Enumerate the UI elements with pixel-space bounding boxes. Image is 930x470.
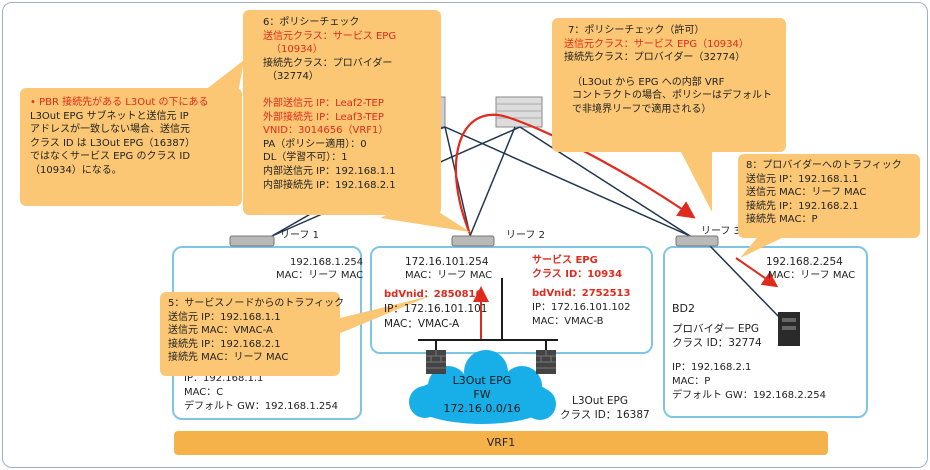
callout6-title: 6：ポリシーチェック (263, 17, 360, 28)
callout8-src-mac: 送信元 MAC：リーフ MAC (746, 187, 867, 199)
callout5-title: 5：サービスノードからのトラフィック (168, 298, 345, 309)
callout8-title: 8：プロバイダーへのトラフィック (746, 160, 902, 171)
callout-pbr-note: • PBR 接続先がある L3Out の下にある L3Out EPG サブネット… (20, 88, 242, 206)
callout7-note1: （L3Out から EPG への内部 VRF (572, 76, 725, 88)
callout6-dl: DL（学習不可）：1 (263, 152, 348, 164)
box3-host-gateway: デフォルト GW：192.168.2.254 (672, 390, 826, 401)
firewall-icon-left (426, 350, 446, 374)
leaf3-label: リーフ 3 (701, 226, 740, 237)
callout6-inner-src: 内部送信元 IP：192.168.1.1 (263, 165, 396, 177)
leaf1-switch (229, 235, 275, 247)
pbr-note-line: アドレスが一致しない場合、送信元 (30, 124, 190, 136)
box2-ip-left: IP：172.16.101.101 (384, 303, 488, 315)
callout7-dst-class: 接続先クラス：プロバイダー（32774） (564, 52, 746, 64)
box3-host-mac: MAC：P (672, 376, 711, 387)
callout7-title: 7：ポリシーチェック（許可） (568, 25, 705, 36)
callout7-note2: コントラクトの場合、ポリシーはデフォルト (572, 90, 772, 102)
callout6-outer-src: 外部送信元 IP：Leaf2-TEP (263, 97, 384, 109)
callout5-src-mac: 送信元 MAC：VMAC-A (168, 325, 273, 337)
box3-gateway-mac: MAC：リーフ MAC (768, 270, 856, 281)
callout7-src-class: 送信元クラス：サービス EPG（10934） (564, 38, 749, 50)
callout-provider-traffic-8: 8：プロバイダーへのトラフィック 送信元 IP：192.168.1.1 送信元 … (738, 154, 920, 238)
box3-gateway-ip: 192.168.2.254 (766, 256, 843, 268)
leaf3-provider-link (709, 245, 781, 319)
box2-mac-left: MAC：VMAC-A (384, 318, 460, 330)
l3out-cloud (409, 350, 556, 424)
box1-host-ip: IP：192.168.1.1 (184, 373, 264, 384)
callout6-src-class: 送信元クラス：サービス EPG (263, 30, 397, 42)
cloud-label: L3Out EPG FW 172.16.0.0/16 (432, 374, 532, 416)
pbr-note-line: （10934）になる。 (30, 164, 122, 176)
callout5-pointer (338, 296, 430, 334)
callout8-dst-mac: 接続先 MAC：P (746, 214, 818, 226)
l3out-class-line1: L3Out EPG (572, 395, 629, 407)
firewall-icon-right (536, 350, 556, 374)
vrf-bar: VRF1 (174, 431, 828, 455)
leaf3-switch (675, 235, 719, 247)
callout5-src-ip: 送信元 IP：192.168.1.1 (168, 311, 281, 323)
callout6-outer-dst: 外部接続先 IP：Leaf3-TEP (263, 111, 384, 123)
cloud-line1: L3Out EPG (452, 374, 512, 387)
traffic-path-arrow (454, 113, 696, 235)
leaf2-switch (451, 235, 495, 247)
box2-ip-right: IP：172.16.101.102 (532, 302, 631, 313)
callout5-dst-mac: 接続先 MAC：リーフ MAC (168, 352, 289, 364)
callout5-dst-ip: 接続先 IP：192.168.2.1 (168, 338, 281, 350)
pbr-note-line: • PBR 接続先がある L3Out の下にある (30, 97, 209, 108)
box1-gateway-mac: MAC：リーフ MAC (276, 270, 364, 281)
box2-service-epg: サービス EPG (532, 255, 598, 266)
callout7-pointer (680, 150, 712, 212)
spine-switch-right (495, 96, 543, 128)
callout6-src-class-id: （10934） (271, 44, 323, 56)
callout-service-node-traffic-5: 5：サービスノードからのトラフィック 送信元 IP：192.168.1.1 送信… (160, 292, 345, 376)
box2-gateway-ip: 172.16.101.254 (405, 256, 489, 268)
box2-class-id: クラス ID：10934 (532, 269, 623, 280)
callout6-pa: PA（ポリシー適用）：0 (263, 138, 367, 150)
cloud-line3: 172.16.0.0/16 (443, 402, 521, 415)
box1-host-gateway: デフォルト GW：192.168.1.254 (184, 401, 338, 412)
callout8-pointer (740, 232, 786, 258)
pbr-note-line: ではなくサービス EPG のクラス ID (30, 151, 191, 163)
box2-mac-right: MAC：VMAC-B (532, 316, 604, 327)
callout6-vnid: VNID：3014656（VRF1） (263, 125, 389, 137)
provider-traffic-arrow (735, 257, 779, 288)
box3-bd-label: BD2 (672, 302, 696, 315)
callout8-dst-ip: 接続先 IP：192.168.2.1 (746, 200, 859, 212)
box3-class-id: クラス ID：32774 (672, 337, 762, 349)
box2-gateway-mac: MAC：リーフ MAC (405, 270, 493, 281)
box1-host-mac: MAC：C (184, 387, 224, 398)
provider-server-icon (778, 312, 800, 346)
box2-bdvnid-left: bdVnid：2850816 (384, 289, 483, 300)
box1-gateway-ip: 192.168.1.254 (290, 257, 364, 268)
pbr-note-line: L3Out EPG サブネットと送信元 IP (30, 110, 189, 122)
callout-policy-check-6: 6：ポリシーチェック 送信元クラス：サービス EPG （10934） 接続先クラ… (243, 10, 441, 215)
leaf2-label: リーフ 2 (506, 230, 545, 241)
callout7-note3: で非境界リーフで適用される） (572, 103, 712, 115)
box3-provider-epg: プロバイダー EPG (672, 323, 760, 335)
leaf1-label: リーフ 1 (280, 230, 319, 241)
l3out-class-line2: クラス ID：16387 (560, 409, 650, 421)
cloud-line2: FW (473, 388, 491, 401)
leaf3-provider-box (663, 246, 868, 418)
callout8-src-ip: 送信元 IP：192.168.1.1 (746, 173, 859, 185)
pbr-note-line: クラス ID は L3Out EPG（16387） (30, 137, 196, 149)
callout6-inner-dst: 内部接続先 IP：192.168.2.1 (263, 179, 396, 191)
box3-host-ip: IP：192.168.2.1 (672, 362, 752, 373)
callout-policy-check-7: 7：ポリシーチェック（許可） 送信元クラス：サービス EPG（10934） 接続… (552, 18, 786, 152)
vrf-label: VRF1 (486, 436, 516, 449)
box2-bdvnid-right: bdVnid：2752513 (532, 288, 631, 299)
callout6-dst-class: 接続先クラス：プロバイダー (263, 57, 393, 69)
callout6-dst-class-id: （32774） (267, 71, 319, 83)
